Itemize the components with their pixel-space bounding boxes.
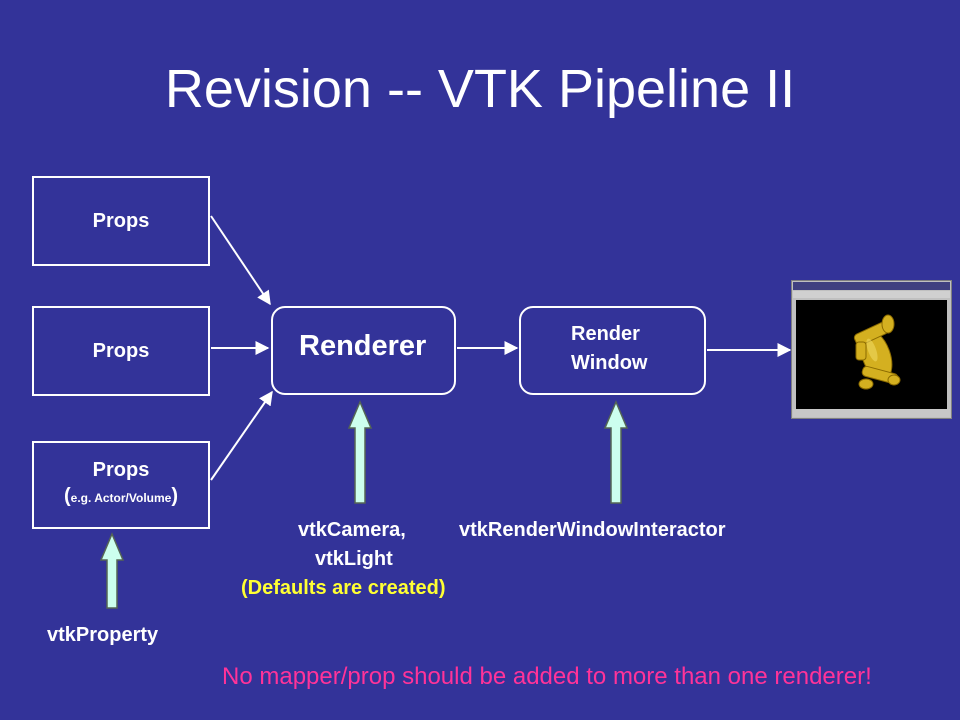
edge-props3-renderer	[210, 390, 273, 481]
edge-props1-renderer	[210, 215, 271, 306]
arrow-interactor-to-renderwindow	[603, 400, 629, 504]
warning-note: No mapper/prop should be added to more t…	[222, 663, 872, 690]
renderer-box: Renderer	[271, 306, 456, 395]
props-box-3-detail-line: (e.g. Actor/Volume)	[34, 483, 208, 511]
paren-open: (	[63, 485, 71, 507]
arrow-camera-to-renderer	[347, 400, 373, 504]
render-window-box: Render Window	[519, 306, 706, 395]
label-vtk-camera: vtkCamera,	[298, 519, 406, 541]
props-box-3-detail: e.g. Actor/Volume	[70, 491, 172, 505]
render-object-icon	[853, 314, 901, 390]
screenshot-canvas	[796, 300, 947, 409]
render-window-label-1: Render	[571, 323, 640, 345]
props-box-3-label: Props	[92, 459, 150, 481]
render-window-label-2: Window	[571, 352, 648, 374]
props-box-2: Props	[32, 306, 210, 396]
props-box-3: Props (e.g. Actor/Volume)	[32, 441, 210, 529]
screenshot-statusbar	[793, 409, 950, 417]
props-box-1: Props	[32, 176, 210, 266]
paren-close: )	[171, 485, 179, 507]
screenshot-menubar	[793, 291, 950, 298]
label-vtk-property: vtkProperty	[47, 624, 159, 646]
label-vtk-light: vtkLight	[315, 548, 393, 570]
render-window-screenshot-icon	[791, 280, 952, 419]
label-vtk-interactor: vtkRenderWindowInteractor	[459, 519, 726, 541]
label-defaults-created: (Defaults are created)	[241, 577, 446, 599]
screenshot-titlebar	[793, 282, 950, 290]
arrow-property-to-props	[99, 532, 125, 609]
slide-title: Revision -- VTK Pipeline II	[164, 59, 796, 119]
